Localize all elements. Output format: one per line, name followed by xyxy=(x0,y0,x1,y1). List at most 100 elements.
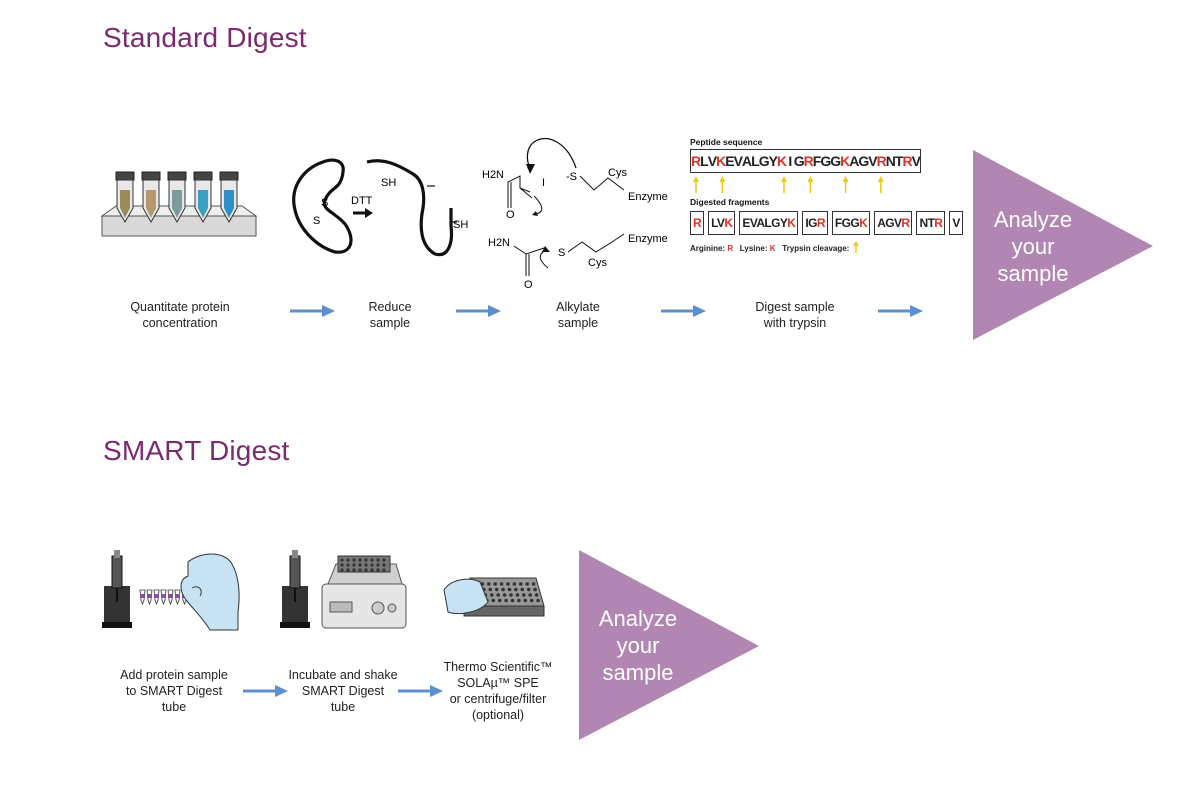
spe-well xyxy=(515,593,520,597)
fragment: NTR xyxy=(916,211,946,235)
strip-tube xyxy=(160,589,167,606)
spe-well xyxy=(512,582,517,586)
shaker-well xyxy=(346,568,350,572)
flow-arrow-5 xyxy=(243,685,288,697)
spe-well xyxy=(499,582,504,586)
spe-well xyxy=(491,598,496,603)
spe-well xyxy=(490,593,494,597)
shaker-well xyxy=(358,568,362,572)
shaker-well xyxy=(340,568,344,572)
cleavage-arrow-icon xyxy=(852,241,859,253)
residue: G xyxy=(793,153,805,169)
digest-legend: Arginine: R Lysine: K Trypsin cleavage: xyxy=(690,241,930,253)
smart-digest-title: SMART Digest xyxy=(103,435,290,466)
spe-well xyxy=(509,593,513,597)
spe-well xyxy=(522,593,526,597)
residue: R xyxy=(876,153,887,169)
spe-well xyxy=(517,598,521,603)
residue: A xyxy=(849,153,859,169)
spe-well xyxy=(501,587,505,592)
spe-well xyxy=(493,582,497,586)
dtt-label: DTT xyxy=(351,195,373,207)
flow-arrow-4 xyxy=(878,305,923,317)
shaker-well xyxy=(358,558,362,562)
h2n-top: H2N xyxy=(482,169,504,181)
shaker-well xyxy=(346,563,350,567)
shaker-well xyxy=(346,558,350,562)
shaker-well xyxy=(382,568,386,572)
shaker-well xyxy=(382,563,386,567)
spe-well xyxy=(529,598,534,603)
residue: G xyxy=(830,153,841,169)
vial xyxy=(167,171,187,224)
cleavage-arrow xyxy=(693,176,699,193)
h2n-bottom: H2N xyxy=(488,237,510,249)
residue: T xyxy=(894,153,904,169)
flow-arrow-3 xyxy=(661,305,706,317)
shaker-well xyxy=(376,563,380,567)
legend-arginine: Arginine: xyxy=(690,244,726,253)
shaker-well xyxy=(364,568,368,572)
shaker-well xyxy=(382,558,386,562)
residue: K xyxy=(776,153,787,169)
fragment: IGR xyxy=(802,211,828,235)
shaker-well xyxy=(352,558,356,562)
spe-well xyxy=(502,593,507,597)
enzyme-bottom: Enzyme xyxy=(628,233,668,245)
flow-arrow-6 xyxy=(398,685,443,697)
thermo-shaker-icon xyxy=(280,550,407,629)
shaker-well xyxy=(358,563,362,567)
residue: R xyxy=(902,153,913,169)
strip-tube xyxy=(174,589,181,606)
fragment: AGVR xyxy=(874,211,913,235)
shaker-well xyxy=(352,563,356,567)
shaker-well xyxy=(370,558,374,562)
strip-tube xyxy=(153,589,160,606)
spe-well xyxy=(533,587,537,592)
cleavage-arrows xyxy=(693,176,884,193)
legend-lysine: Lysine: xyxy=(739,244,768,253)
cys-top: Cys xyxy=(608,167,627,179)
vial-rack-icon xyxy=(100,171,258,237)
residue: V xyxy=(733,153,743,169)
legend-cleavage: Trypsin cleavage: xyxy=(782,244,850,253)
s-label-1: S xyxy=(321,197,328,209)
shaker-well xyxy=(370,568,374,572)
shaker-well xyxy=(352,568,356,572)
standard-digest-title: Standard Digest xyxy=(103,22,307,53)
residue: I xyxy=(788,153,792,169)
alkylation-icon: H2N O I -S Cys Enzyme H2N O S Cys Enzyme xyxy=(482,137,668,291)
spe-well xyxy=(488,587,493,592)
spe-well xyxy=(534,593,539,597)
pipette-tube-strip-icon xyxy=(102,550,240,631)
spe-well xyxy=(506,582,510,586)
flow-arrow-2 xyxy=(456,305,501,317)
thiolate-label: -S xyxy=(566,171,577,183)
vial xyxy=(219,171,239,224)
spe-well xyxy=(496,593,500,597)
peptide-sequence-title: Peptide sequence xyxy=(690,137,763,147)
spe-plate-icon xyxy=(443,577,545,617)
residue: K xyxy=(840,153,850,169)
spe-well xyxy=(525,582,529,586)
spe-well xyxy=(531,582,536,586)
residue: Y xyxy=(768,153,778,169)
shaker-well xyxy=(340,558,344,562)
cleavage-arrow xyxy=(719,176,726,193)
strip-tube xyxy=(139,589,146,606)
sh-label-1: SH xyxy=(381,177,396,189)
analyze-triangle-standard xyxy=(973,150,1153,340)
shaker-well xyxy=(364,558,368,562)
residue: L xyxy=(700,153,709,169)
spe-well xyxy=(528,593,532,597)
vial xyxy=(115,171,135,224)
shaker-well xyxy=(376,558,380,562)
